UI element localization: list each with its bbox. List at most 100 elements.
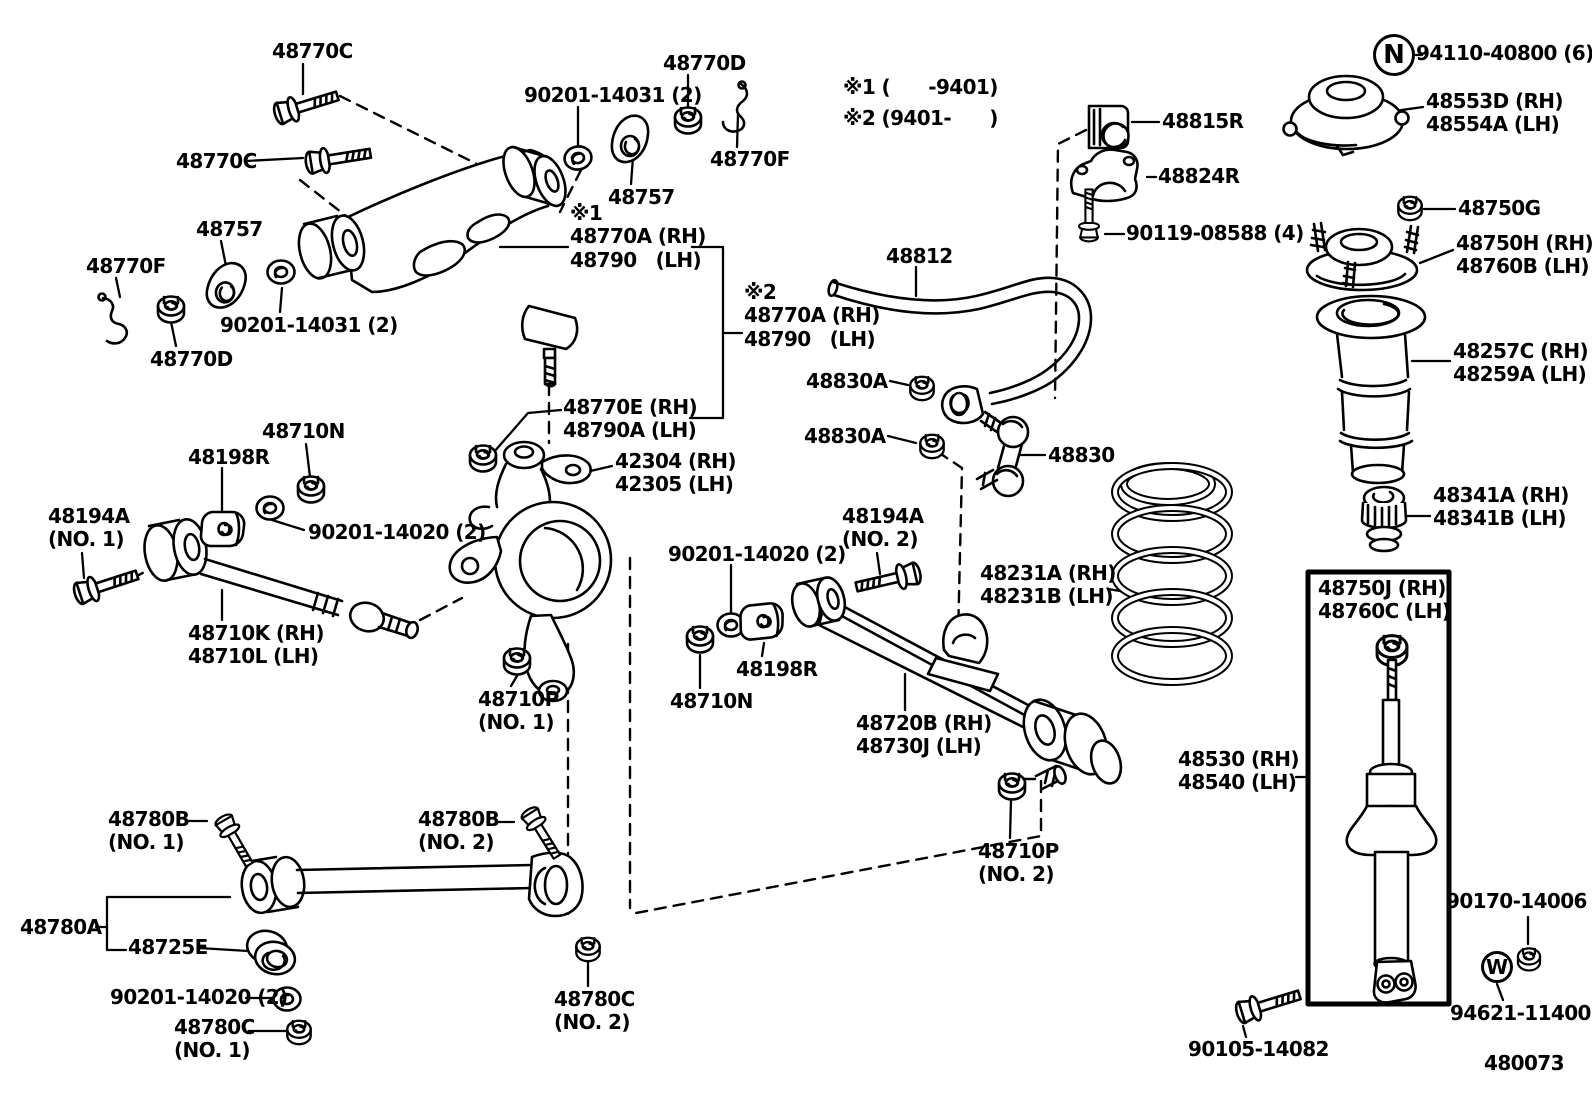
part-label-line: ※1 ( -9401) [843,75,998,99]
part-label-line: 90201-14020 (2) [668,542,846,566]
part-label-line: 90201-14020 (2) [110,985,288,1009]
trailing-rod-drawing [143,517,420,640]
part-label-line: 48757 [608,185,675,209]
part-label-line: 48770F [710,147,790,171]
part-label-line: 90170-14006 [1446,889,1587,913]
part-label-90201-14031-top: 90201-14031 (2) [524,83,702,107]
part-label-line: 48757 [196,217,263,241]
part-label-line: 48790 (LH) [744,326,876,351]
leader-lines [80,53,1530,1039]
part-label-line: 48720B (RH) [856,711,992,735]
part-label-note-1: ※1 ( -9401) [843,75,998,99]
part-label-line: 48812 [886,244,953,268]
part-label-line: (NO. 2) [554,1010,630,1035]
part-label-line: 48770A (RH) [570,224,706,249]
part-label-line: 48750H (RH) [1456,231,1592,255]
part-label-line: 48770D [150,347,233,371]
part-label-48815r: 48815R [1162,109,1244,133]
part-label-line: 90119-08588 (4) [1126,221,1304,245]
part-label-line: 90201-14031 (2) [220,313,398,337]
part-label-line: 48790 (LH) [570,247,702,272]
part-label-line: 48770E (RH) [563,395,698,419]
part-label-line: 48553D (RH) [1426,89,1564,113]
part-label-line: 48730J (LH) [856,734,982,759]
part-label-line: 48530 (RH) [1178,747,1300,771]
part-label-line: 48770D [663,51,746,75]
part-label-line: 48770C [176,149,257,173]
part-label-48710n-lower: 48710N [670,689,753,713]
part-label-48770f-top: 48770F [710,147,790,171]
part-label-48341a: 48341A (RH)48341B (LH) [1433,483,1569,531]
part-label-line: 48725E [128,935,208,959]
part-label-line: ※2 [744,280,777,304]
part-label-48750j: 48750J (RH)48760C (LH) [1318,576,1451,624]
part-label-line: 48830A [806,369,888,393]
part-label-48824r: 48824R [1158,164,1240,188]
part-label-line: 48780C [554,987,635,1011]
part-label-line: (NO. 1) [478,710,554,735]
part-label-line: 48750J (RH) [1318,576,1446,600]
part-label-line: (NO. 2) [418,830,494,855]
part-label-line: 94621-11400 [1450,1001,1591,1025]
part-label-line: 48770C [272,39,353,63]
part-label-48780a: 48780A [20,915,102,939]
part-label-90201-14020-bottom: 90201-14020 (2) [110,985,288,1009]
part-label-90105-14082: 90105-14082 [1188,1037,1329,1061]
part-label-line: 48231A (RH) [980,561,1116,585]
support-mount-drawings [1282,74,1427,553]
part-label-line: 48760B (LH) [1456,254,1590,279]
part-label-48757-left: 48757 [196,217,263,241]
part-label-line: 42304 (RH) [615,449,737,473]
part-label-48780b-no2: 48780B(NO. 2) [418,807,500,855]
part-label-48770c-left: 48770C [176,149,257,173]
part-label-48194a-no2: 48194A(NO. 2) [842,504,924,552]
part-label-48770d-left: 48770D [150,347,233,371]
part-label-line: 48770A (RH) [744,303,880,328]
part-label-48770d-top: 48770D [663,51,746,75]
part-label-line: (NO. 1) [108,830,184,855]
part-label-48770e: 48770E (RH)48790A (LH) [563,395,698,443]
part-label-48198r-upper: 48198R [188,445,270,469]
part-label-line: 48540 (LH) [1178,770,1297,795]
part-label-48830a-upper: 48830A [806,369,888,393]
clip-and-cam-drawings [97,80,749,345]
part-label-48770f-left: 48770F [86,254,166,278]
part-label-90170-14006: 90170-14006 [1446,889,1587,913]
part-label-94110-40800: 94110-40800 (6) [1416,41,1592,65]
part-label-48780c-no1: 48780C(NO. 1) [174,1015,255,1063]
upper-control-arm-drawing [297,145,579,388]
stabilizer-bracket-drawings [1069,104,1139,243]
part-label-line: 48341A (RH) [1433,483,1569,507]
part-label-line: 48824R [1158,164,1240,188]
part-label-48780b-no1: 48780B(NO. 1) [108,807,190,855]
part-label-line: 90201-14031 (2) [524,83,702,107]
part-label-line: 48198R [188,445,270,469]
part-label-48750g: 48750G [1458,196,1541,220]
part-label-line: 48815R [1162,109,1244,133]
part-label-line: (NO. 1) [174,1038,250,1063]
part-label-48757-top: 48757 [608,185,675,209]
coil-spring-drawing [1111,462,1233,686]
part-label-line: 48780B [418,807,500,831]
part-label-note-2: ※2 (9401- ) [843,106,998,130]
part-label-line: 48710L (LH) [188,644,319,669]
strut-rod-drawing [240,851,584,976]
part-label-line: 94110-40800 (6) [1416,41,1592,65]
part-label-line: 90105-14082 [1188,1037,1329,1061]
part-label-48257c: 48257C (RH)48259A (LH) [1453,339,1589,387]
part-label-48710k: 48710K (RH)48710L (LH) [188,621,324,669]
part-label-94621-11400: 94621-11400 [1450,1001,1591,1025]
part-label-line: 48259A (LH) [1453,362,1587,387]
part-label-48231a: 48231A (RH)48231B (LH) [980,561,1116,609]
part-label-90119-08588: 90119-08588 (4) [1126,221,1304,245]
part-label-line: (NO. 2) [978,862,1054,887]
part-label-line: 48780A [20,915,102,939]
part-label-90201-14020-mid: 90201-14020 (2) [668,542,846,566]
part-label-line: 48231B (LH) [980,584,1114,609]
part-label-line: 48750G [1458,196,1541,220]
part-label-line: (NO. 2) [842,527,918,552]
